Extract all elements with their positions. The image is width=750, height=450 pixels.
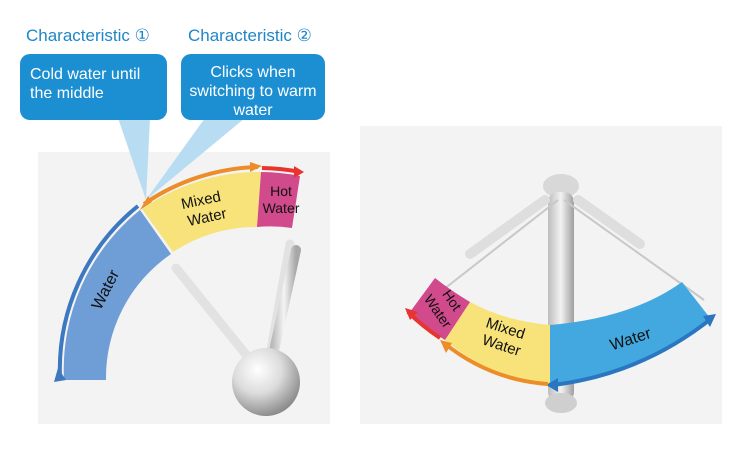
left-water-band: [63, 210, 171, 380]
characteristic-1-title: Characteristic ①: [26, 26, 150, 45]
left-mixed-arrowhead-start: [140, 196, 152, 210]
bubble-pointer-1: [118, 118, 150, 200]
right-mixed-arrow: [442, 341, 549, 386]
faucet-bottom-cap: [545, 393, 577, 413]
right-mixed-band: [445, 302, 550, 385]
right-water-arrowhead-end: [703, 314, 716, 327]
ghost-lever: [465, 195, 550, 259]
left-water-arrowhead: [54, 368, 66, 382]
faucet-top-cap: [543, 174, 579, 198]
left-hot-arrowhead: [294, 166, 304, 178]
characteristic-2-text: Clicks when switching to warm water: [189, 64, 317, 119]
left-lever-ball: [232, 348, 300, 416]
left-mixed-band: [142, 171, 261, 252]
left-mixed-arrow: [142, 165, 259, 206]
ghost-lever: [171, 263, 253, 362]
bubble-pointer-2: [146, 118, 245, 200]
left-hot-label-line2: Water: [263, 200, 300, 216]
left-lever-upper: [267, 245, 301, 365]
right-hot-arrowhead: [405, 308, 418, 320]
right-lever-line: [429, 199, 559, 301]
ghost-lever: [573, 195, 645, 249]
characteristic-2-bubble: Clicks when switching to warm water: [181, 54, 325, 120]
right-panel: Water Mixed Water Hot Water: [360, 126, 722, 424]
right-water-band: [550, 282, 710, 385]
left-panel: Water Mixed Water Hot Water: [38, 118, 330, 424]
left-mixed-arrowhead-end: [250, 162, 262, 172]
right-water-arrow: [552, 316, 714, 387]
characteristic-2-title: Characteristic ②: [188, 26, 312, 45]
left-hot-label-line1: Hot: [270, 183, 292, 199]
right-water-arrowhead-start: [546, 378, 558, 392]
left-water-arrow: [57, 204, 140, 379]
right-mixed-arrowhead: [440, 340, 452, 353]
left-hot-band: [257, 172, 300, 228]
right-hot-band: [410, 278, 470, 340]
characteristic-1-text: Cold water until the middle: [30, 66, 141, 102]
characteristic-1-bubble: Cold water until the middle: [20, 54, 167, 120]
